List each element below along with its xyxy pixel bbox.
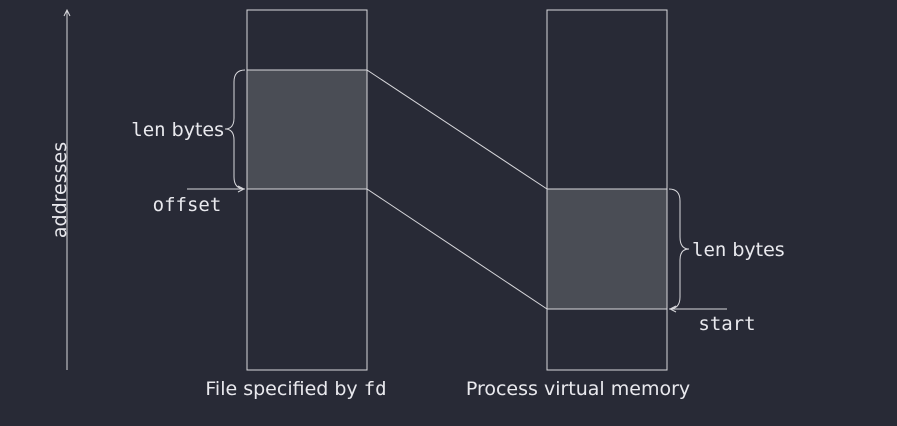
memory-len-brace bbox=[668, 188, 690, 310]
address-axis-label: addresses bbox=[49, 142, 71, 238]
file-caption: File specified by fd bbox=[205, 378, 386, 400]
file-len-brace bbox=[224, 69, 246, 190]
file-column bbox=[246, 9, 368, 371]
mapping-line-top bbox=[366, 69, 548, 190]
memory-mapped-region bbox=[546, 188, 668, 310]
file-len-label: len bytes bbox=[131, 119, 224, 141]
file-mapped-region bbox=[246, 69, 368, 190]
memory-len-label: len bytes bbox=[692, 239, 785, 261]
start-label: start bbox=[698, 313, 755, 335]
memory-caption: Process virtual memory bbox=[466, 378, 690, 400]
mapping-line-bottom bbox=[366, 188, 548, 310]
offset-label: offset bbox=[153, 194, 222, 216]
